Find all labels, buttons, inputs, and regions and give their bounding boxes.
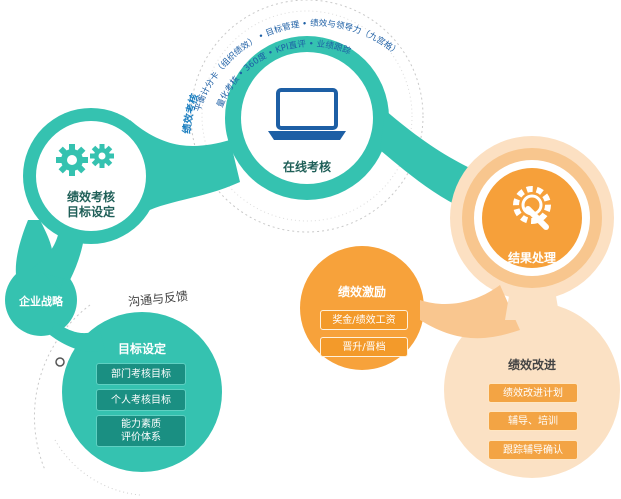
goal-item-department: 部门考核目标 bbox=[96, 363, 186, 385]
improve-item-coaching: 辅导、培训 bbox=[488, 411, 578, 431]
goal-node-line1: 绩效考核 bbox=[66, 190, 115, 204]
incentive-panel-title: 绩效激励 bbox=[337, 285, 386, 299]
result-node-label: 结果处理 bbox=[507, 251, 556, 265]
incentive-item-promotion: 晋升/晋档 bbox=[320, 337, 408, 357]
improve-item-plan: 绩效改进计划 bbox=[488, 383, 578, 403]
incentive-item-bonus: 奖金/绩效工资 bbox=[320, 310, 408, 330]
online-node-circle bbox=[241, 52, 373, 184]
dashed-arc-left-2 bbox=[54, 439, 141, 496]
dot-marker bbox=[55, 357, 65, 367]
laptop-icon bbox=[268, 88, 346, 140]
strategy-label: 企业战略 bbox=[19, 295, 63, 308]
dashed-ring-inner bbox=[201, 10, 413, 222]
dashed-ring-outer bbox=[190, 0, 424, 233]
wrench-icon bbox=[513, 186, 551, 230]
goal-panel-title: 目标设定 bbox=[117, 342, 166, 356]
goal-node-label: 绩效考核 目标设定 bbox=[51, 190, 131, 220]
gears-icon bbox=[56, 144, 114, 176]
online-node-label: 在线考核 bbox=[282, 160, 331, 174]
improve-item-tracking: 跟踪辅导确认 bbox=[488, 440, 578, 460]
goal-item-personal: 个人考核目标 bbox=[96, 389, 186, 411]
goal-node-line2: 目标设定 bbox=[66, 205, 115, 219]
dashed-arc-left bbox=[33, 304, 91, 471]
improve-panel-title: 绩效改进 bbox=[507, 358, 556, 372]
goal-item-competency: 能力素质 评价体系 bbox=[96, 415, 186, 447]
